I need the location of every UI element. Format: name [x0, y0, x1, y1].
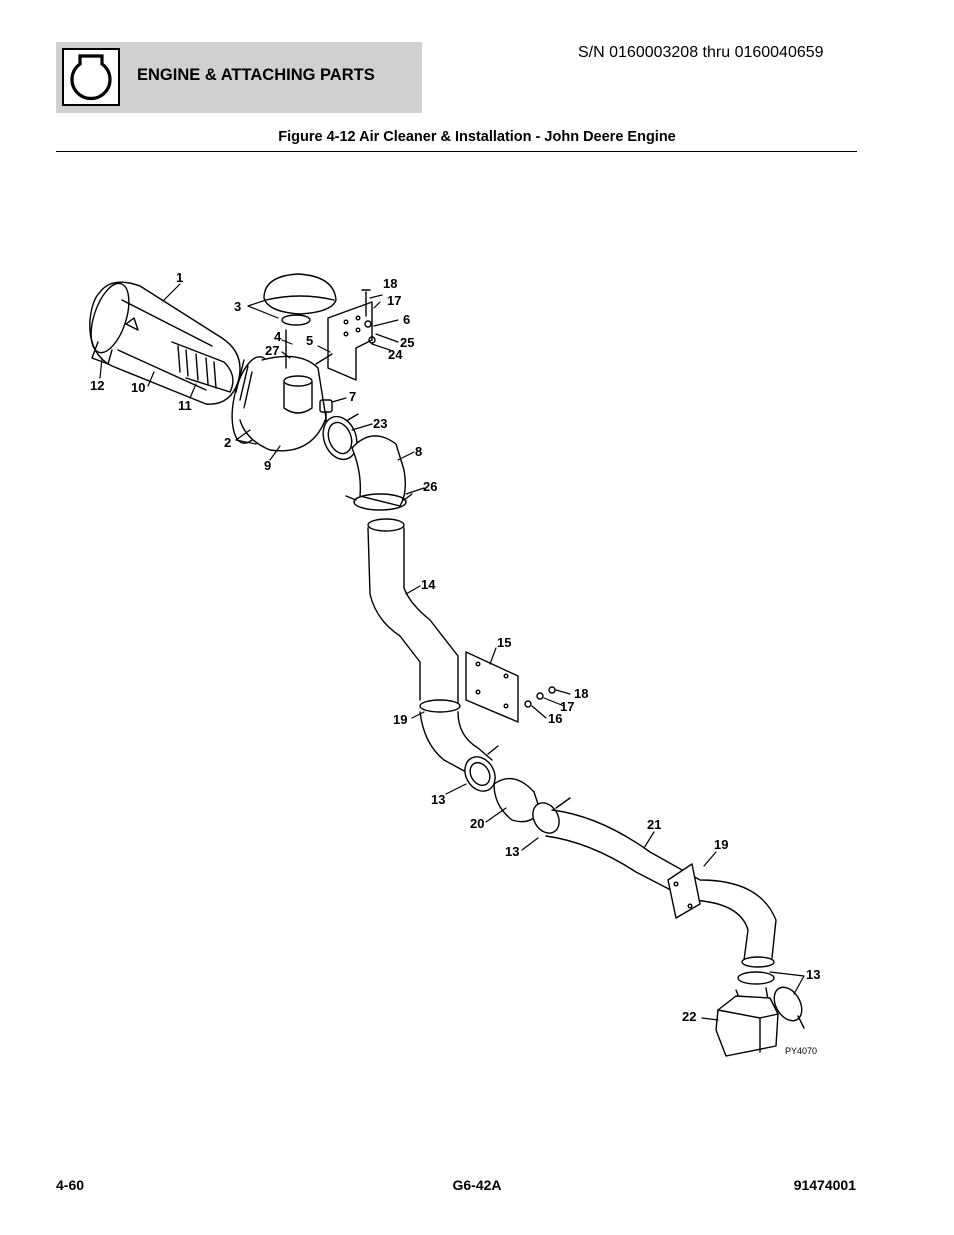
- callout-label: 23: [373, 416, 387, 431]
- figure-title: Figure 4-12 Air Cleaner & Installation -…: [278, 129, 676, 145]
- callout-label: 4: [274, 329, 282, 344]
- intake-tube-upper: [367, 518, 459, 705]
- callout-label: 3: [234, 299, 241, 314]
- engine-icon: [62, 48, 120, 106]
- callout-label: 17: [387, 293, 401, 308]
- callout-label: 13: [806, 967, 820, 982]
- page-number: 4-60: [56, 1177, 85, 1193]
- callout-label: 26: [423, 479, 437, 494]
- precleaner-cap: [263, 273, 337, 369]
- filter-element: [171, 341, 234, 393]
- callout-label: 9: [264, 458, 271, 473]
- tube-bracket: [465, 651, 556, 723]
- callout-label: 10: [131, 380, 145, 395]
- callout-label: 11: [178, 398, 192, 413]
- callout-label: 13: [431, 792, 445, 807]
- callout-label: 24: [388, 347, 403, 362]
- callout-label: 17: [560, 699, 574, 714]
- callout-label: 18: [574, 686, 588, 701]
- callout-label: 8: [415, 444, 422, 459]
- document-number: 91474001: [793, 1177, 856, 1193]
- callout-label: 20: [470, 816, 484, 831]
- elbow-and-clamp: [322, 413, 413, 511]
- cleaner-body: [231, 355, 327, 452]
- header-rule: [56, 151, 857, 152]
- callout-label: 6: [403, 312, 410, 327]
- callout-label: 14: [421, 577, 436, 592]
- callout-label: 12: [90, 378, 104, 393]
- callout-label: 7: [349, 389, 356, 404]
- callout-label: 16: [548, 711, 562, 726]
- callout-label: 21: [647, 817, 661, 832]
- section-title: ENGINE & ATTACHING PARTS: [137, 66, 375, 84]
- intake-tube-lower: [545, 809, 777, 968]
- callout-label: 19: [714, 837, 728, 852]
- callout-label: 13: [505, 844, 519, 859]
- callout-label: 1: [176, 270, 183, 285]
- callout-label: 19: [393, 712, 407, 727]
- serial-range: S/N 0160003208 thru 0160040659: [578, 44, 824, 61]
- intake-fitting: [715, 971, 805, 1057]
- callout-label: 15: [497, 635, 511, 650]
- callout-label: 5: [306, 333, 313, 348]
- air-cleaner-housing: [89, 281, 241, 405]
- mount-bracket: [315, 289, 376, 381]
- callout-label: 2: [224, 435, 231, 450]
- callout-label: 22: [682, 1009, 696, 1024]
- callout-label: 27: [265, 343, 279, 358]
- callout-label: 25: [400, 335, 414, 350]
- intake-tube-middle: [419, 699, 499, 792]
- figure-code: PY4070: [785, 1046, 817, 1056]
- section-header: ENGINE & ATTACHING PARTS: [56, 42, 422, 113]
- callout-label: 18: [383, 276, 397, 291]
- model-number: G6-42A: [452, 1177, 502, 1193]
